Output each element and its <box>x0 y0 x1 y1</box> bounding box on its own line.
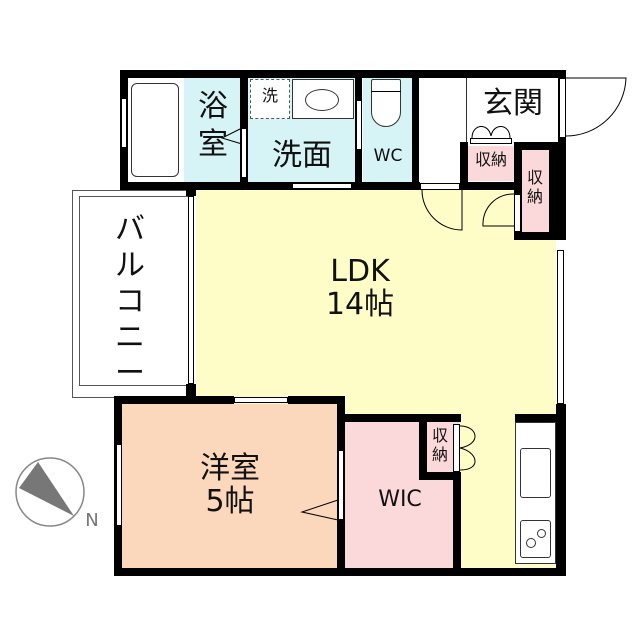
wall <box>120 182 420 190</box>
storage-entrance-label: 収納 <box>474 150 507 169</box>
balcony-label: バ ル コ ニ ー <box>115 212 145 391</box>
door-storage-wic[interactable] <box>453 424 460 472</box>
basin-icon <box>305 89 339 111</box>
compass-north-label: N <box>85 510 99 531</box>
front-door[interactable] <box>559 78 566 138</box>
door-wc[interactable] <box>356 100 362 150</box>
washroom-label: 洗面 <box>272 138 332 173</box>
bathtub-icon <box>131 83 179 177</box>
wall <box>453 472 461 576</box>
wall <box>419 472 461 480</box>
wall <box>460 182 516 190</box>
wall <box>514 142 566 150</box>
window-bedroom-top <box>234 397 288 403</box>
wall <box>514 232 566 240</box>
balcony-inner-outline <box>79 196 189 386</box>
door-storage-side-swing <box>482 193 515 227</box>
ldk-label: LDK 14帖 <box>325 254 395 322</box>
sink-icon <box>520 448 551 498</box>
bath-label: 浴 室 <box>198 89 228 162</box>
compass-icon <box>15 457 85 527</box>
door-hall-ldk[interactable] <box>420 183 460 190</box>
bedroom-label: 洋室 5帖 <box>200 451 260 519</box>
door-storage-entrance[interactable] <box>470 138 512 144</box>
door-storage-wic-swing <box>459 425 476 471</box>
window-ldk-balcony <box>188 196 194 384</box>
window-bath <box>121 98 127 148</box>
wall <box>114 396 234 404</box>
window-ldk-right <box>557 250 564 404</box>
storage-wic-label: 収 納 <box>431 426 448 465</box>
wall <box>556 404 566 574</box>
door-storage-entrance-swing <box>471 126 511 139</box>
front-door-swing <box>565 77 627 137</box>
wall <box>186 384 196 404</box>
door-bedroom[interactable] <box>338 450 344 520</box>
stove-icon <box>520 520 551 558</box>
storage-side-label: 収 納 <box>526 168 543 207</box>
storage-entrance <box>468 146 514 181</box>
storage-side <box>521 150 549 232</box>
entrance-step-line <box>466 78 467 142</box>
door-storage-side[interactable] <box>514 194 521 232</box>
wall <box>120 70 566 78</box>
wall <box>549 142 566 240</box>
wall <box>412 70 419 190</box>
washer-space <box>250 79 290 119</box>
wic-label: WIC <box>378 487 422 512</box>
door-bath-swing <box>220 127 243 145</box>
door-hall-swing <box>421 189 463 231</box>
window-washroom <box>292 183 352 189</box>
door-bedroom-swing <box>300 499 339 521</box>
wall <box>460 142 468 190</box>
wall <box>186 182 196 196</box>
wc-label: WC <box>373 146 403 166</box>
wall <box>419 414 427 480</box>
bedroom <box>122 404 342 572</box>
burner-icon <box>526 538 536 548</box>
door-bath[interactable] <box>241 128 247 178</box>
burner-icon <box>537 529 546 538</box>
balcony-outline <box>72 190 190 398</box>
washer-label: 洗 <box>261 86 278 105</box>
window-bedroom-left <box>116 444 122 526</box>
wall <box>337 414 461 422</box>
storage-wic <box>427 422 453 474</box>
entrance-label: 玄関 <box>483 86 543 121</box>
wall <box>514 142 522 240</box>
wall <box>288 396 344 404</box>
toilet-icon <box>371 79 401 127</box>
toilet-tank-line <box>371 91 401 92</box>
wall <box>515 414 566 422</box>
